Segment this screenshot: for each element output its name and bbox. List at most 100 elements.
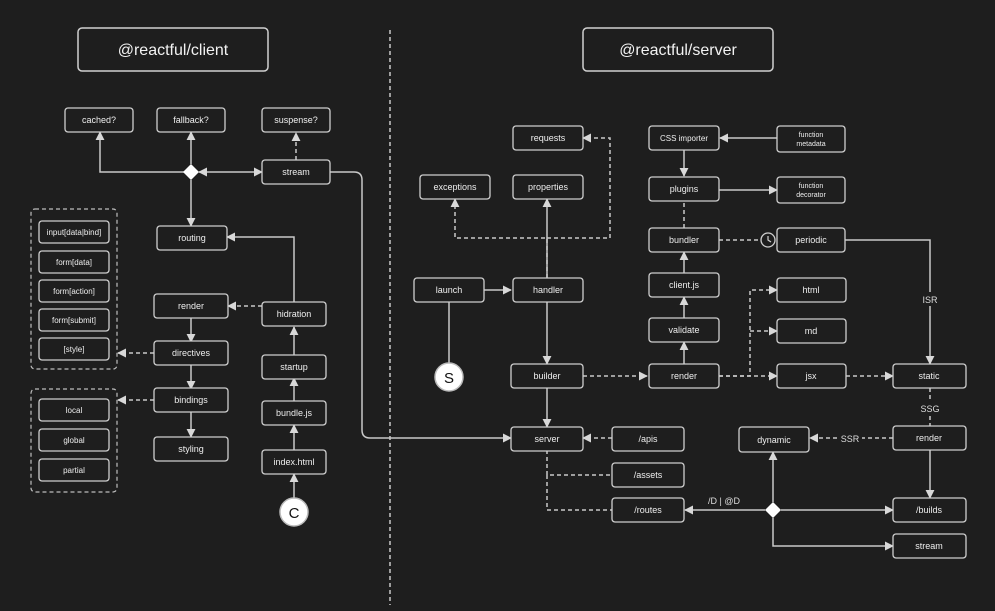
node-suspense: suspense?: [261, 107, 331, 133]
server-header-title: @reactful/server: [619, 42, 737, 59]
node-builds: /builds: [892, 497, 967, 523]
svg-text:directives: directives: [172, 348, 211, 358]
node-md: md: [776, 318, 847, 344]
client-header: @reactful/client: [77, 27, 269, 72]
server-header: @reactful/server: [582, 27, 774, 72]
node-assets: /assets: [611, 462, 685, 488]
svg-text:form[action]: form[action]: [53, 287, 95, 296]
node-render-ssr: render: [892, 425, 967, 451]
svg-text:/routes: /routes: [634, 505, 662, 515]
node-style: [style]: [38, 337, 110, 361]
svg-text:startup: startup: [280, 362, 308, 372]
svg-text:properties: properties: [528, 182, 569, 192]
edge-label-ssr: SSR: [841, 434, 860, 444]
bindings-group: [30, 388, 118, 493]
node-hidration: hidration: [261, 301, 327, 327]
node-bindings: bindings: [153, 387, 229, 413]
node-static: static: [892, 363, 967, 389]
node-index-html: index.html: [261, 449, 327, 475]
node-fallback: fallback?: [156, 107, 226, 133]
svg-text:md: md: [805, 326, 818, 336]
node-routing: routing: [156, 225, 228, 251]
client-header-title: @reactful/client: [118, 42, 229, 59]
svg-text:form[submit]: form[submit]: [52, 316, 96, 325]
svg-text:stream: stream: [915, 541, 943, 551]
node-server-render: render: [648, 363, 720, 389]
node-periodic: periodic: [776, 227, 846, 253]
svg-text:CSS importer: CSS importer: [660, 134, 708, 143]
client-edges: [95, 131, 512, 498]
node-validate: validate: [648, 317, 720, 343]
node-local: local: [38, 398, 110, 422]
node-bundle-js: bundle.js: [261, 400, 327, 426]
node-global: global: [38, 428, 110, 452]
node-form-submit: form[submit]: [38, 308, 110, 332]
svg-text:jsx: jsx: [805, 371, 817, 381]
svg-text:/builds: /builds: [916, 505, 943, 515]
node-html: html: [776, 277, 847, 303]
edge-label-route-params: /D | @D: [708, 496, 740, 506]
server-start-marker: S: [434, 362, 464, 392]
node-form-data: form[data]: [38, 250, 110, 274]
svg-text:render: render: [671, 371, 697, 381]
svg-text:form[data]: form[data]: [56, 258, 92, 267]
svg-text:/apis: /apis: [638, 434, 658, 444]
svg-text:static: static: [918, 371, 940, 381]
node-client-stream: stream: [261, 159, 331, 185]
svg-text:render: render: [916, 433, 942, 443]
directives-group: [30, 208, 118, 370]
svg-text:function: function: [799, 183, 824, 190]
edge-label-isr: ISR: [922, 295, 938, 305]
node-directives: directives: [153, 340, 229, 366]
svg-text:styling: styling: [178, 444, 204, 454]
svg-text:bundler: bundler: [669, 235, 699, 245]
svg-text:client.js: client.js: [669, 280, 700, 290]
client-start-marker: C: [279, 497, 309, 527]
node-cached: cached?: [64, 107, 134, 133]
node-input-data-bind: input[data|bind]: [38, 220, 110, 244]
svg-text:render: render: [178, 301, 204, 311]
node-builder: builder: [510, 363, 584, 389]
clock-icon: [760, 232, 776, 248]
svg-text:fallback?: fallback?: [173, 115, 209, 125]
svg-text:index.html: index.html: [273, 457, 314, 467]
node-function-metadata: function metadata: [776, 125, 846, 153]
svg-text:requests: requests: [531, 133, 566, 143]
svg-text:dynamic: dynamic: [757, 435, 791, 445]
svg-text:exceptions: exceptions: [433, 182, 477, 192]
svg-text:suspense?: suspense?: [274, 115, 318, 125]
node-server: server: [510, 426, 584, 452]
node-dynamic: dynamic: [738, 426, 810, 453]
node-exceptions: exceptions: [419, 174, 491, 200]
svg-text:routing: routing: [178, 233, 206, 243]
svg-text:plugins: plugins: [670, 184, 699, 194]
svg-text:bundle.js: bundle.js: [276, 408, 313, 418]
svg-text:builder: builder: [533, 371, 560, 381]
node-form-action: form[action]: [38, 279, 110, 303]
svg-text:server: server: [534, 434, 559, 444]
svg-text:handler: handler: [533, 285, 563, 295]
svg-text:hidration: hidration: [277, 309, 312, 319]
svg-text:S: S: [444, 370, 454, 387]
svg-text:bindings: bindings: [174, 395, 208, 405]
svg-text:function: function: [799, 132, 824, 139]
svg-text:stream: stream: [282, 167, 310, 177]
svg-text:C: C: [289, 505, 300, 522]
svg-text:validate: validate: [668, 325, 699, 335]
server-edges: [448, 127, 935, 551]
svg-text:metadata: metadata: [796, 141, 825, 148]
node-css-importer: CSS importer: [648, 125, 720, 151]
node-requests: requests: [512, 125, 584, 151]
svg-text:html: html: [802, 285, 819, 295]
node-routes: /routes: [611, 497, 685, 523]
svg-text:periodic: periodic: [795, 235, 827, 245]
svg-text:local: local: [66, 406, 83, 415]
node-client-js: client.js: [648, 272, 720, 298]
edge-label-ssg: SSG: [920, 404, 939, 414]
svg-text:partial: partial: [63, 466, 85, 475]
svg-text:[style]: [style]: [64, 345, 85, 354]
svg-text:decorator: decorator: [796, 192, 826, 199]
node-jsx: jsx: [776, 363, 847, 389]
node-handler: handler: [512, 277, 584, 303]
